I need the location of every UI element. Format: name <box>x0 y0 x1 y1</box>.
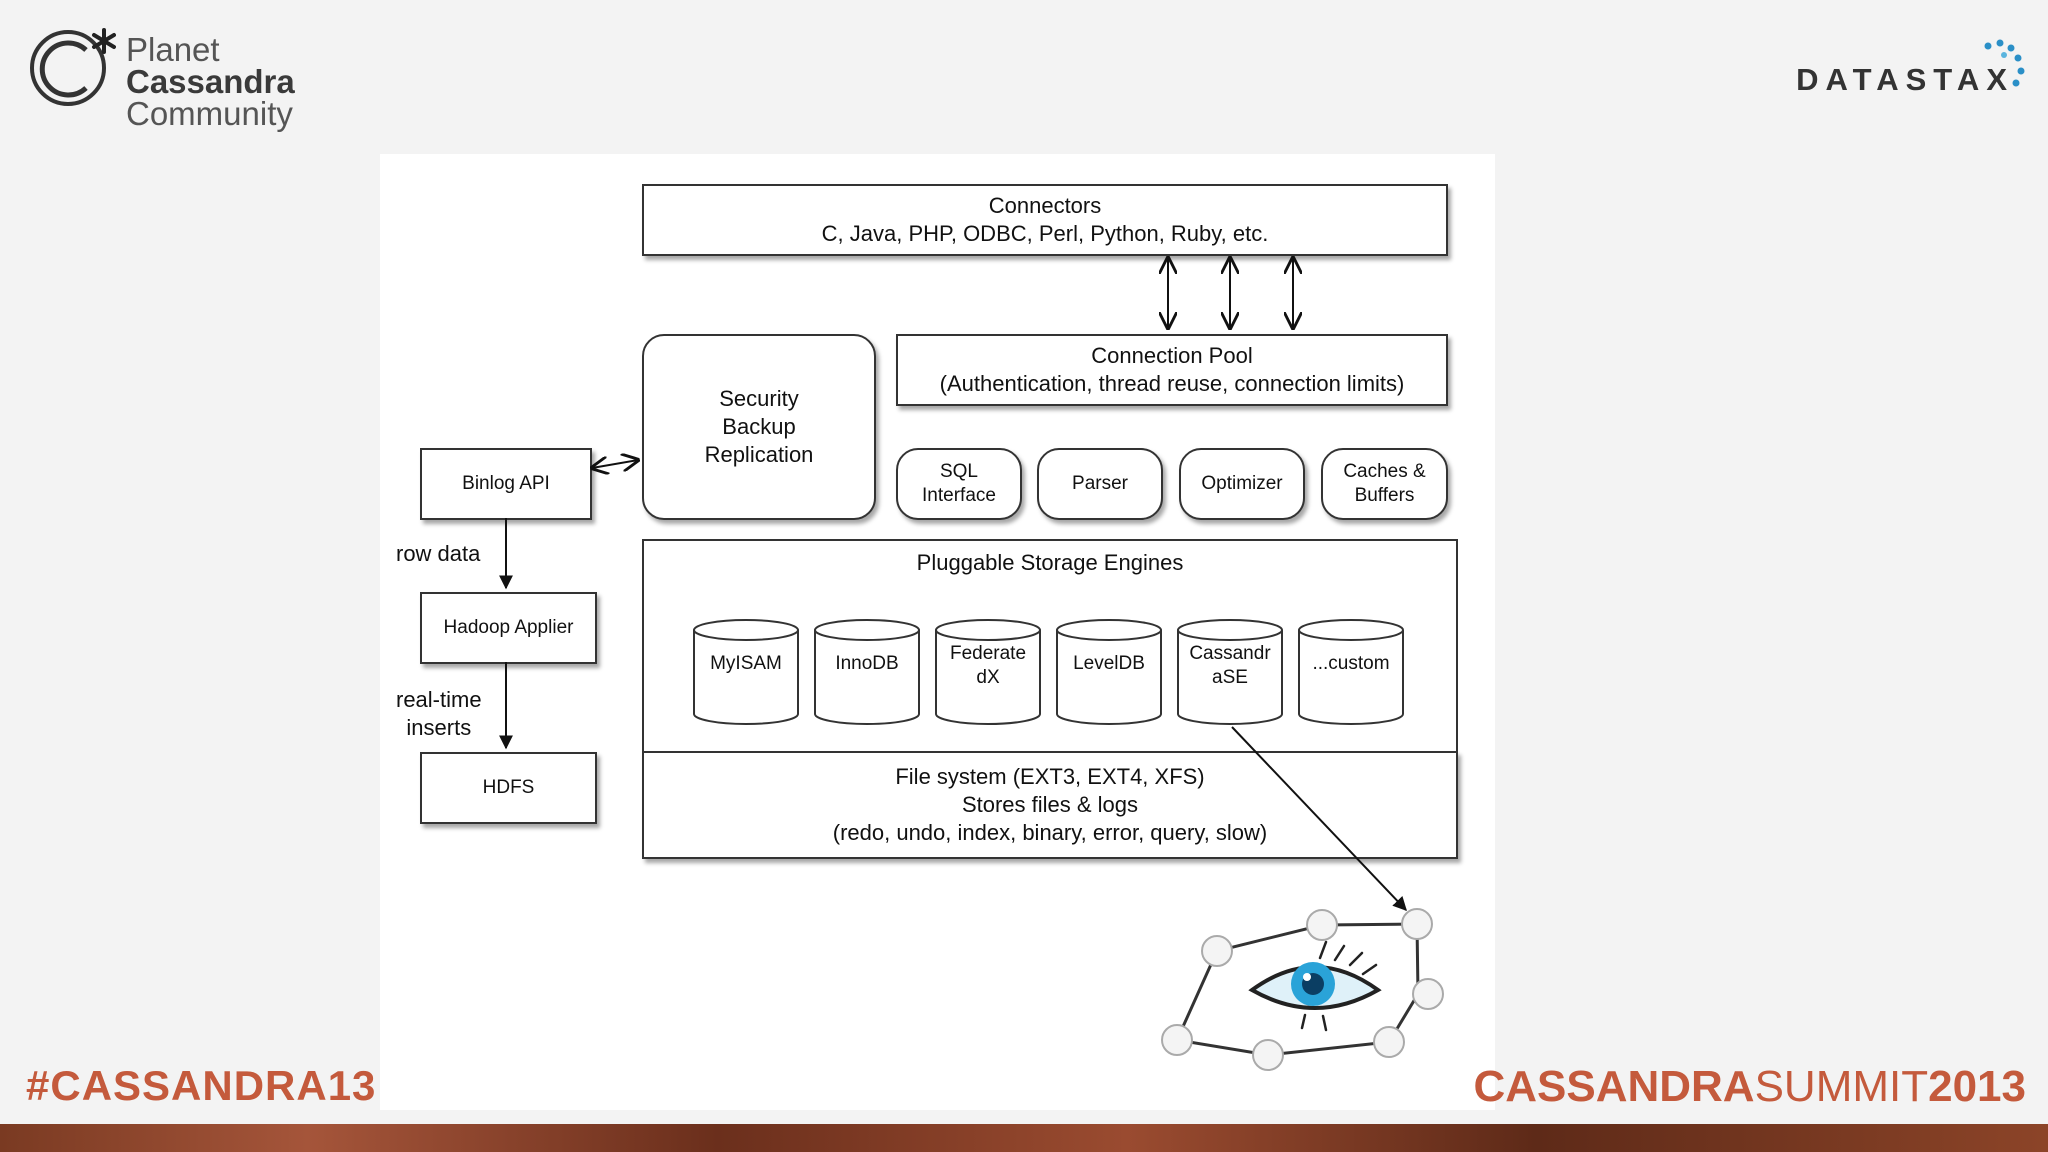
architecture-diagram: Connectors C, Java, PHP, ODBC, Perl, Pyt… <box>380 154 1495 1110</box>
caches-buffers-box: Caches & Buffers <box>1321 448 1448 520</box>
binlog-api-label: Binlog API <box>462 473 550 494</box>
cassandra-eye-arrow <box>1231 726 1407 912</box>
binlog-api-box: Binlog API <box>420 448 592 520</box>
summit-part-year: 2013 <box>1928 1062 2026 1111</box>
optimizer-box: Optimizer <box>1179 448 1305 520</box>
filesystem-box: File system (EXT3, EXT4, XFS) Stores fil… <box>642 751 1458 859</box>
connection-pool-box: Connection Pool (Authentication, thread … <box>896 334 1448 406</box>
realtime-inserts-label: real-time inserts <box>396 687 482 740</box>
connectors-subtitle: C, Java, PHP, ODBC, Perl, Python, Ruby, … <box>821 221 1269 246</box>
row-data-label: row data <box>396 541 481 566</box>
engine-cylinder-innodb: InnoDB <box>813 618 921 726</box>
cassandra-word: Cassandra <box>126 63 295 100</box>
cylinder-icon <box>935 619 1041 725</box>
engine-label: InnoDB <box>835 653 899 674</box>
diagram-connectors <box>499 154 1444 1071</box>
engine-label: ...custom <box>1312 653 1390 674</box>
engine-label: LevelDB <box>1073 653 1145 674</box>
hashtag-cassandra13: #CASSANDRA13 <box>26 1062 377 1109</box>
connectors-title: Connectors <box>988 193 1102 218</box>
sql-interface-box: SQL Interface <box>896 448 1022 520</box>
parser-label: Parser <box>1072 473 1128 494</box>
hadoop-applier-label: Hadoop Applier <box>443 617 574 638</box>
cassandra-eye-ring-icon <box>1161 908 1444 1071</box>
security-backup-replication-box: Security Backup Replication <box>642 334 876 520</box>
datastax-logo: DATASTAX <box>1796 62 2014 97</box>
cylinder-icon <box>1177 619 1283 725</box>
hdfs-box: HDFS <box>420 752 597 824</box>
optimizer-label: Optimizer <box>1201 473 1283 494</box>
community-word: Community <box>126 95 293 132</box>
filesystem-line2: Stores files & logs <box>961 792 1139 817</box>
engine-label: MyISAM <box>710 653 782 674</box>
filesystem-line1: File system (EXT3, EXT4, XFS) <box>895 764 1205 789</box>
engine-label: Cassandr aSE <box>1189 643 1271 688</box>
cylinder-icon <box>814 619 920 725</box>
cassandra-summit-2013-logo: CASSANDRASUMMIT2013 <box>1473 1062 2026 1112</box>
decorative-bottom-band <box>0 1124 2048 1152</box>
sql-interface-label: SQL Interface <box>922 461 996 506</box>
engine-cylinder-custom: ...custom <box>1297 618 1405 726</box>
cassandra-c-logo-icon <box>30 28 116 106</box>
cylinder-icon <box>1298 619 1404 725</box>
engine-cylinder-federated: Federate dX <box>934 618 1042 726</box>
datastax-dots-icon <box>1984 39 2025 87</box>
parser-box: Parser <box>1037 448 1163 520</box>
connection-pool-subtitle: (Authentication, thread reuse, connectio… <box>939 371 1405 396</box>
engine-cylinder-cassandrase: Cassandr aSE <box>1176 618 1284 726</box>
caches-buffers-label: Caches & Buffers <box>1343 461 1426 506</box>
binlog-security-link <box>592 460 638 468</box>
hadoop-applier-box: Hadoop Applier <box>420 592 597 664</box>
summit-part-summit: SUMMIT <box>1754 1062 1929 1111</box>
engine-cylinder-myisam: MyISAM <box>692 618 800 726</box>
cylinder-icon <box>693 619 799 725</box>
planet-cassandra-wordmark: Planet Cassandra Community <box>126 31 295 132</box>
cylinder-icon <box>1056 619 1162 725</box>
security-box-label: Security Backup Replication <box>704 386 814 467</box>
filesystem-line3: (redo, undo, index, binary, error, query… <box>832 820 1268 845</box>
planet-word: Planet <box>126 31 220 68</box>
engine-cylinder-leveldb: LevelDB <box>1055 618 1163 726</box>
engine-label: Federate dX <box>949 643 1027 688</box>
hdfs-label: HDFS <box>482 777 535 798</box>
connectors-box: Connectors C, Java, PHP, ODBC, Perl, Pyt… <box>642 184 1448 256</box>
summit-part-cassandra: CASSANDRA <box>1473 1062 1755 1111</box>
storage-engines-title: Pluggable Storage Engines <box>916 550 1184 575</box>
connection-pool-title: Connection Pool <box>1091 343 1253 368</box>
